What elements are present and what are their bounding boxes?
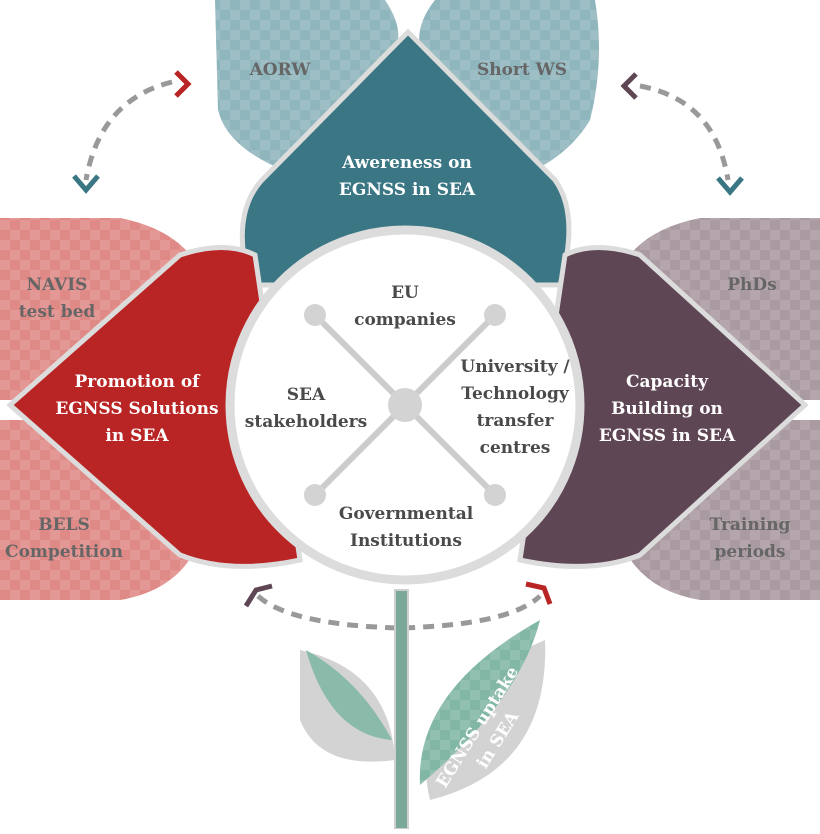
arrowhead-plum-bottom [243,583,273,608]
label-test-bed: test bed [19,302,96,322]
center-top-line-2: companies [354,310,456,330]
cycle-arrow-top-right [639,83,731,181]
petal-right-top-light [620,218,820,400]
left-petal-line-1: Promotion of [75,372,202,392]
arrowhead-teal-right [716,176,744,196]
center-left-line-2: stakeholders [245,412,367,432]
label-navis: NAVIS [27,275,88,295]
right-petal-line-3: EGNSS in SEA [599,426,736,446]
petal-left-top-light [0,218,200,400]
left-petal-line-3: in SEA [105,426,169,446]
arrowhead-plum-top-right [620,72,638,100]
petal-right-bottom-light [620,420,820,600]
petal-top-left-light [215,0,399,185]
petal-top-right-light [419,0,599,185]
center-right-line-2: Technology [461,384,570,404]
arrowhead-red-top-left [174,70,192,98]
right-petal-line-1: Capacity [626,372,709,392]
arrowhead-red-bottom [525,581,553,605]
center-nodes [304,304,506,506]
center-right-line-3: transfer [477,411,555,431]
petal-left-bottom-light [0,420,200,600]
cycle-arrow-top-left [83,79,173,181]
label-competition: Competition [5,542,123,562]
label-phds: PhDs [727,275,776,295]
center-right-line-1: University / [460,357,570,377]
label-training: Training [710,515,791,535]
leaf-right-grey [426,640,546,800]
petal-right-capacity [517,245,809,569]
leaf-left-green [306,650,392,740]
center-bottom-line-1: Governmental [339,504,474,524]
center-right-line-4: centres [480,438,551,458]
arrowhead-teal-left [72,174,100,194]
flower-stem [394,589,409,830]
left-petal-line-2: EGNSS Solutions [55,399,218,419]
center-top-line-1: EU [391,283,419,303]
label-aorw: AORW [249,60,312,80]
label-short-ws: Short WS [477,60,567,80]
label-bels: BELS [38,515,90,535]
label-periods: periods [715,542,786,562]
center-left-line-1: SEA [287,385,326,405]
right-petal-line-2: Building on [611,399,723,419]
top-petal-line-1: Awereness on [341,153,472,173]
center-bottom-line-2: Institutions [350,531,462,551]
petal-left-promotion [6,245,303,569]
top-petal-line-2: EGNSS in SEA [339,180,476,200]
